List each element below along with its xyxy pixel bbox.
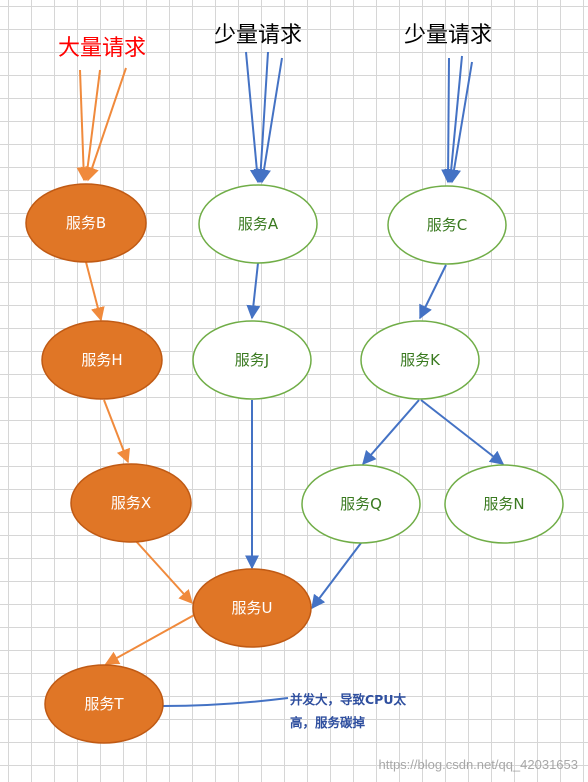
node-u-label: 服务U	[232, 599, 273, 617]
node-c: 服务C	[387, 185, 507, 265]
edge-k-n	[420, 399, 505, 465]
light-request-arrow-c-3	[447, 61, 473, 184]
node-h: 服务H	[41, 320, 163, 400]
node-a-shape	[198, 184, 318, 264]
failure-note: 并发大，导致CPU太 高，服务碳掉	[290, 692, 406, 730]
node-b-shape	[25, 183, 147, 263]
node-h-label: 服务H	[81, 351, 122, 369]
edge-b-h	[85, 261, 105, 322]
heavy-request-arrows	[76, 67, 127, 182]
edge-k-q	[362, 399, 420, 466]
node-q-shape	[301, 464, 421, 544]
watermark: https://blog.csdn.net/qq_42031653	[379, 757, 579, 772]
node-u-shape	[192, 568, 312, 648]
heavy-request-label: 大量请求	[58, 36, 146, 61]
node-x-label: 服务X	[111, 494, 151, 512]
failure-note-line1: 并发大，导致CPU太	[290, 692, 406, 707]
node-a: 服务A	[198, 184, 318, 264]
heavy-path-edges	[85, 261, 197, 665]
light-request-arrow-c-2	[444, 55, 463, 184]
node-x-shape	[70, 463, 192, 543]
node-j: 服务J	[192, 320, 312, 400]
light-request-arrows-a	[245, 51, 283, 184]
light-request-label-a: 少量请求	[214, 23, 302, 48]
edge-t-note	[162, 697, 289, 707]
node-c-label: 服务C	[427, 216, 467, 234]
edge-q-u	[311, 542, 362, 610]
node-u: 服务U	[192, 568, 312, 648]
node-a-label: 服务A	[238, 215, 279, 233]
failure-note-line2: 高，服务碳掉	[290, 715, 366, 730]
node-k: 服务K	[360, 320, 480, 400]
edge-a-j	[246, 262, 261, 320]
node-n-label: 服务N	[483, 495, 524, 513]
node-c-shape	[387, 185, 507, 265]
light-request-arrows-c	[441, 55, 473, 184]
node-q: 服务Q	[301, 464, 421, 544]
node-n: 服务N	[444, 464, 564, 544]
edge-x-u	[134, 539, 193, 605]
node-k-shape	[360, 320, 480, 400]
node-h-shape	[41, 320, 163, 400]
node-n-shape	[444, 464, 564, 544]
node-b: 服务B	[25, 183, 147, 263]
heavy-request-arrow-3	[85, 67, 127, 182]
node-j-shape	[192, 320, 312, 400]
light-path-edges	[162, 262, 505, 707]
light-request-arrow-a-3	[257, 57, 283, 184]
node-b-label: 服务B	[66, 214, 106, 232]
heavy-request-arrow-2	[80, 69, 101, 182]
node-j-label: 服务J	[235, 351, 269, 369]
edge-u-t	[104, 613, 197, 665]
node-x: 服务X	[70, 463, 192, 543]
light-request-arrow-a-1	[245, 51, 264, 184]
node-q-label: 服务Q	[340, 495, 382, 513]
node-t: 服务T	[44, 664, 164, 744]
light-request-arrow-a-2	[253, 51, 269, 184]
edge-c-k	[419, 264, 447, 320]
light-request-arrow-c-1	[441, 57, 456, 184]
node-t-label: 服务T	[84, 695, 124, 713]
node-k-label: 服务K	[400, 351, 441, 369]
edge-h-x	[103, 399, 130, 464]
node-t-shape	[44, 664, 164, 744]
heavy-request-arrow-1	[76, 69, 91, 182]
light-request-label-c: 少量请求	[404, 23, 492, 48]
